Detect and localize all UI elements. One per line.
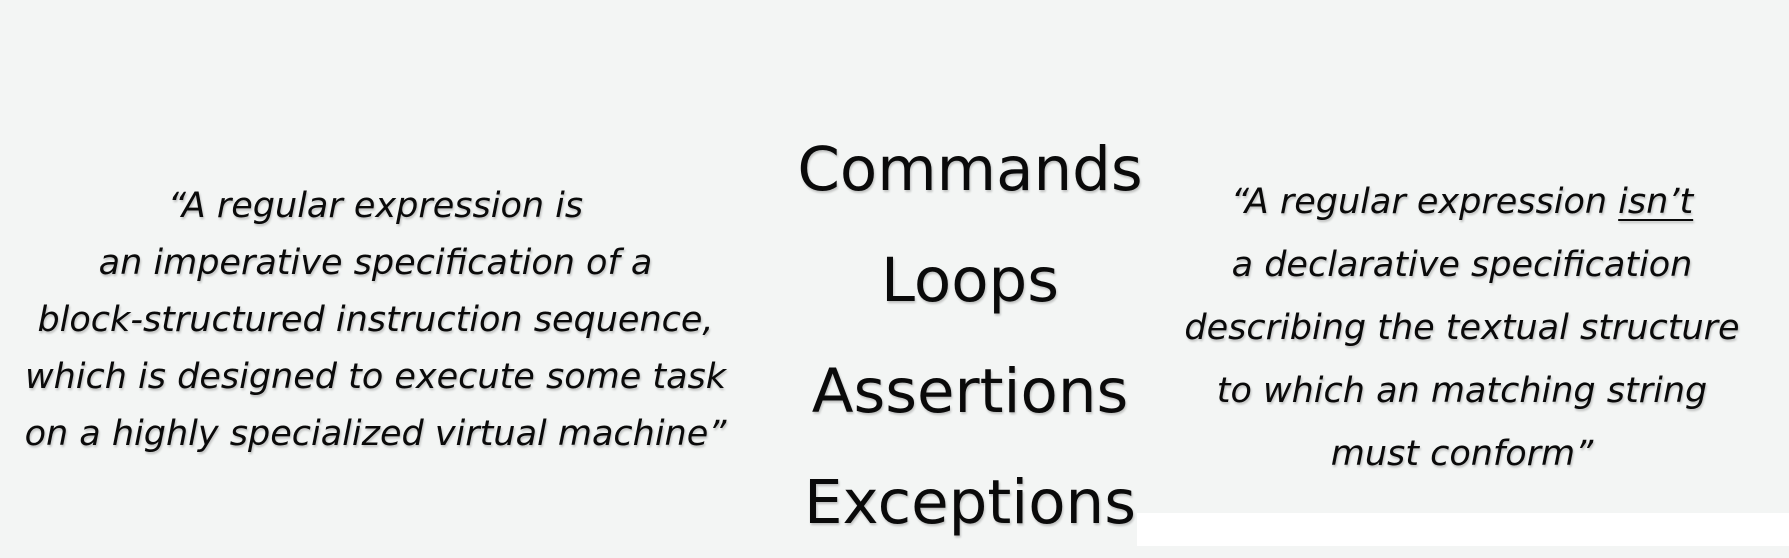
right-quote-line: “A regular expression isn’t xyxy=(1142,171,1782,234)
left-quote: “A regular expression is an imperative s… xyxy=(8,178,743,463)
left-quote-line: block-structured instruction sequence, xyxy=(37,300,714,340)
right-quote-emphasis: isn’t xyxy=(1618,182,1694,222)
right-quote-prefix: “A regular expression xyxy=(1230,182,1619,222)
left-quote-line: on a highly specialized virtual machine” xyxy=(24,414,727,454)
right-quote-line: a declarative specification xyxy=(1231,245,1693,285)
left-quote-line: an imperative specification of a xyxy=(98,243,653,283)
right-quote-line: must conform” xyxy=(1330,434,1594,474)
white-patch xyxy=(1137,513,1789,546)
keyword-list: Commands Loops Assertions Exceptions xyxy=(790,114,1150,558)
keyword-commands: Commands xyxy=(797,134,1143,205)
left-quote-line: which is designed to execute some task xyxy=(24,357,727,397)
keyword-exceptions: Exceptions xyxy=(804,467,1136,538)
right-quote: “A regular expression isn’t a declarativ… xyxy=(1142,171,1782,486)
right-quote-line: to which an matching string xyxy=(1216,371,1708,411)
keyword-loops: Loops xyxy=(880,245,1060,316)
left-quote-line: “A regular expression is xyxy=(167,186,584,226)
slide: “A regular expression is an imperative s… xyxy=(8,134,1789,546)
keyword-assertions: Assertions xyxy=(811,356,1129,427)
right-quote-line: describing the textual structure xyxy=(1184,308,1740,348)
